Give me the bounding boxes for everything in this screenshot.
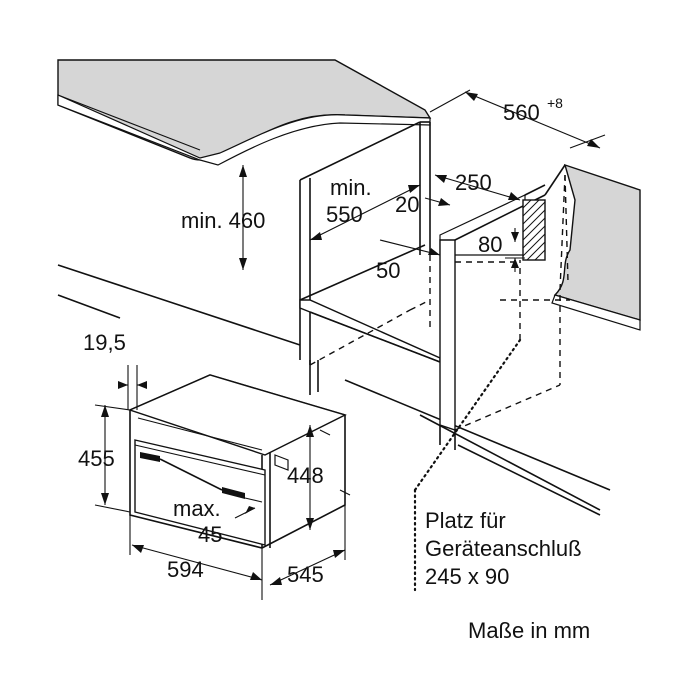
label-448: 448 [287,463,324,488]
label-545: 545 [287,562,324,587]
label-560-tolerance: +8 [547,95,563,111]
oven-dimension-lines [94,365,346,600]
connection-note-line1: Platz für [425,508,506,533]
connection-leader [413,338,522,592]
units-note: Maße in mm [468,618,590,643]
label-50: 50 [376,258,400,283]
label-594: 594 [167,557,204,582]
label-min-depth: min. [330,175,372,200]
label-45: 45 [198,522,222,547]
countertop-left [57,59,432,166]
floor-lines [57,264,611,516]
cabinet-dimension-lines [239,89,606,272]
countertop-right [551,163,641,331]
oven-appliance [128,374,351,549]
label-max: max. [173,496,221,521]
label-19-5: 19,5 [83,330,126,355]
label-560: 560 [503,100,540,125]
label-250: 250 [455,170,492,195]
connection-note-line2: Geräteanschluß [425,536,582,561]
connection-note-line3: 245 x 90 [425,564,509,589]
label-550: 550 [326,202,363,227]
label-min-460: min. 460 [181,208,265,233]
cabinet-niche [299,121,570,450]
label-455: 455 [78,446,115,471]
label-80: 80 [478,232,502,257]
vent-hatch [522,199,546,261]
label-20: 20 [395,192,419,217]
